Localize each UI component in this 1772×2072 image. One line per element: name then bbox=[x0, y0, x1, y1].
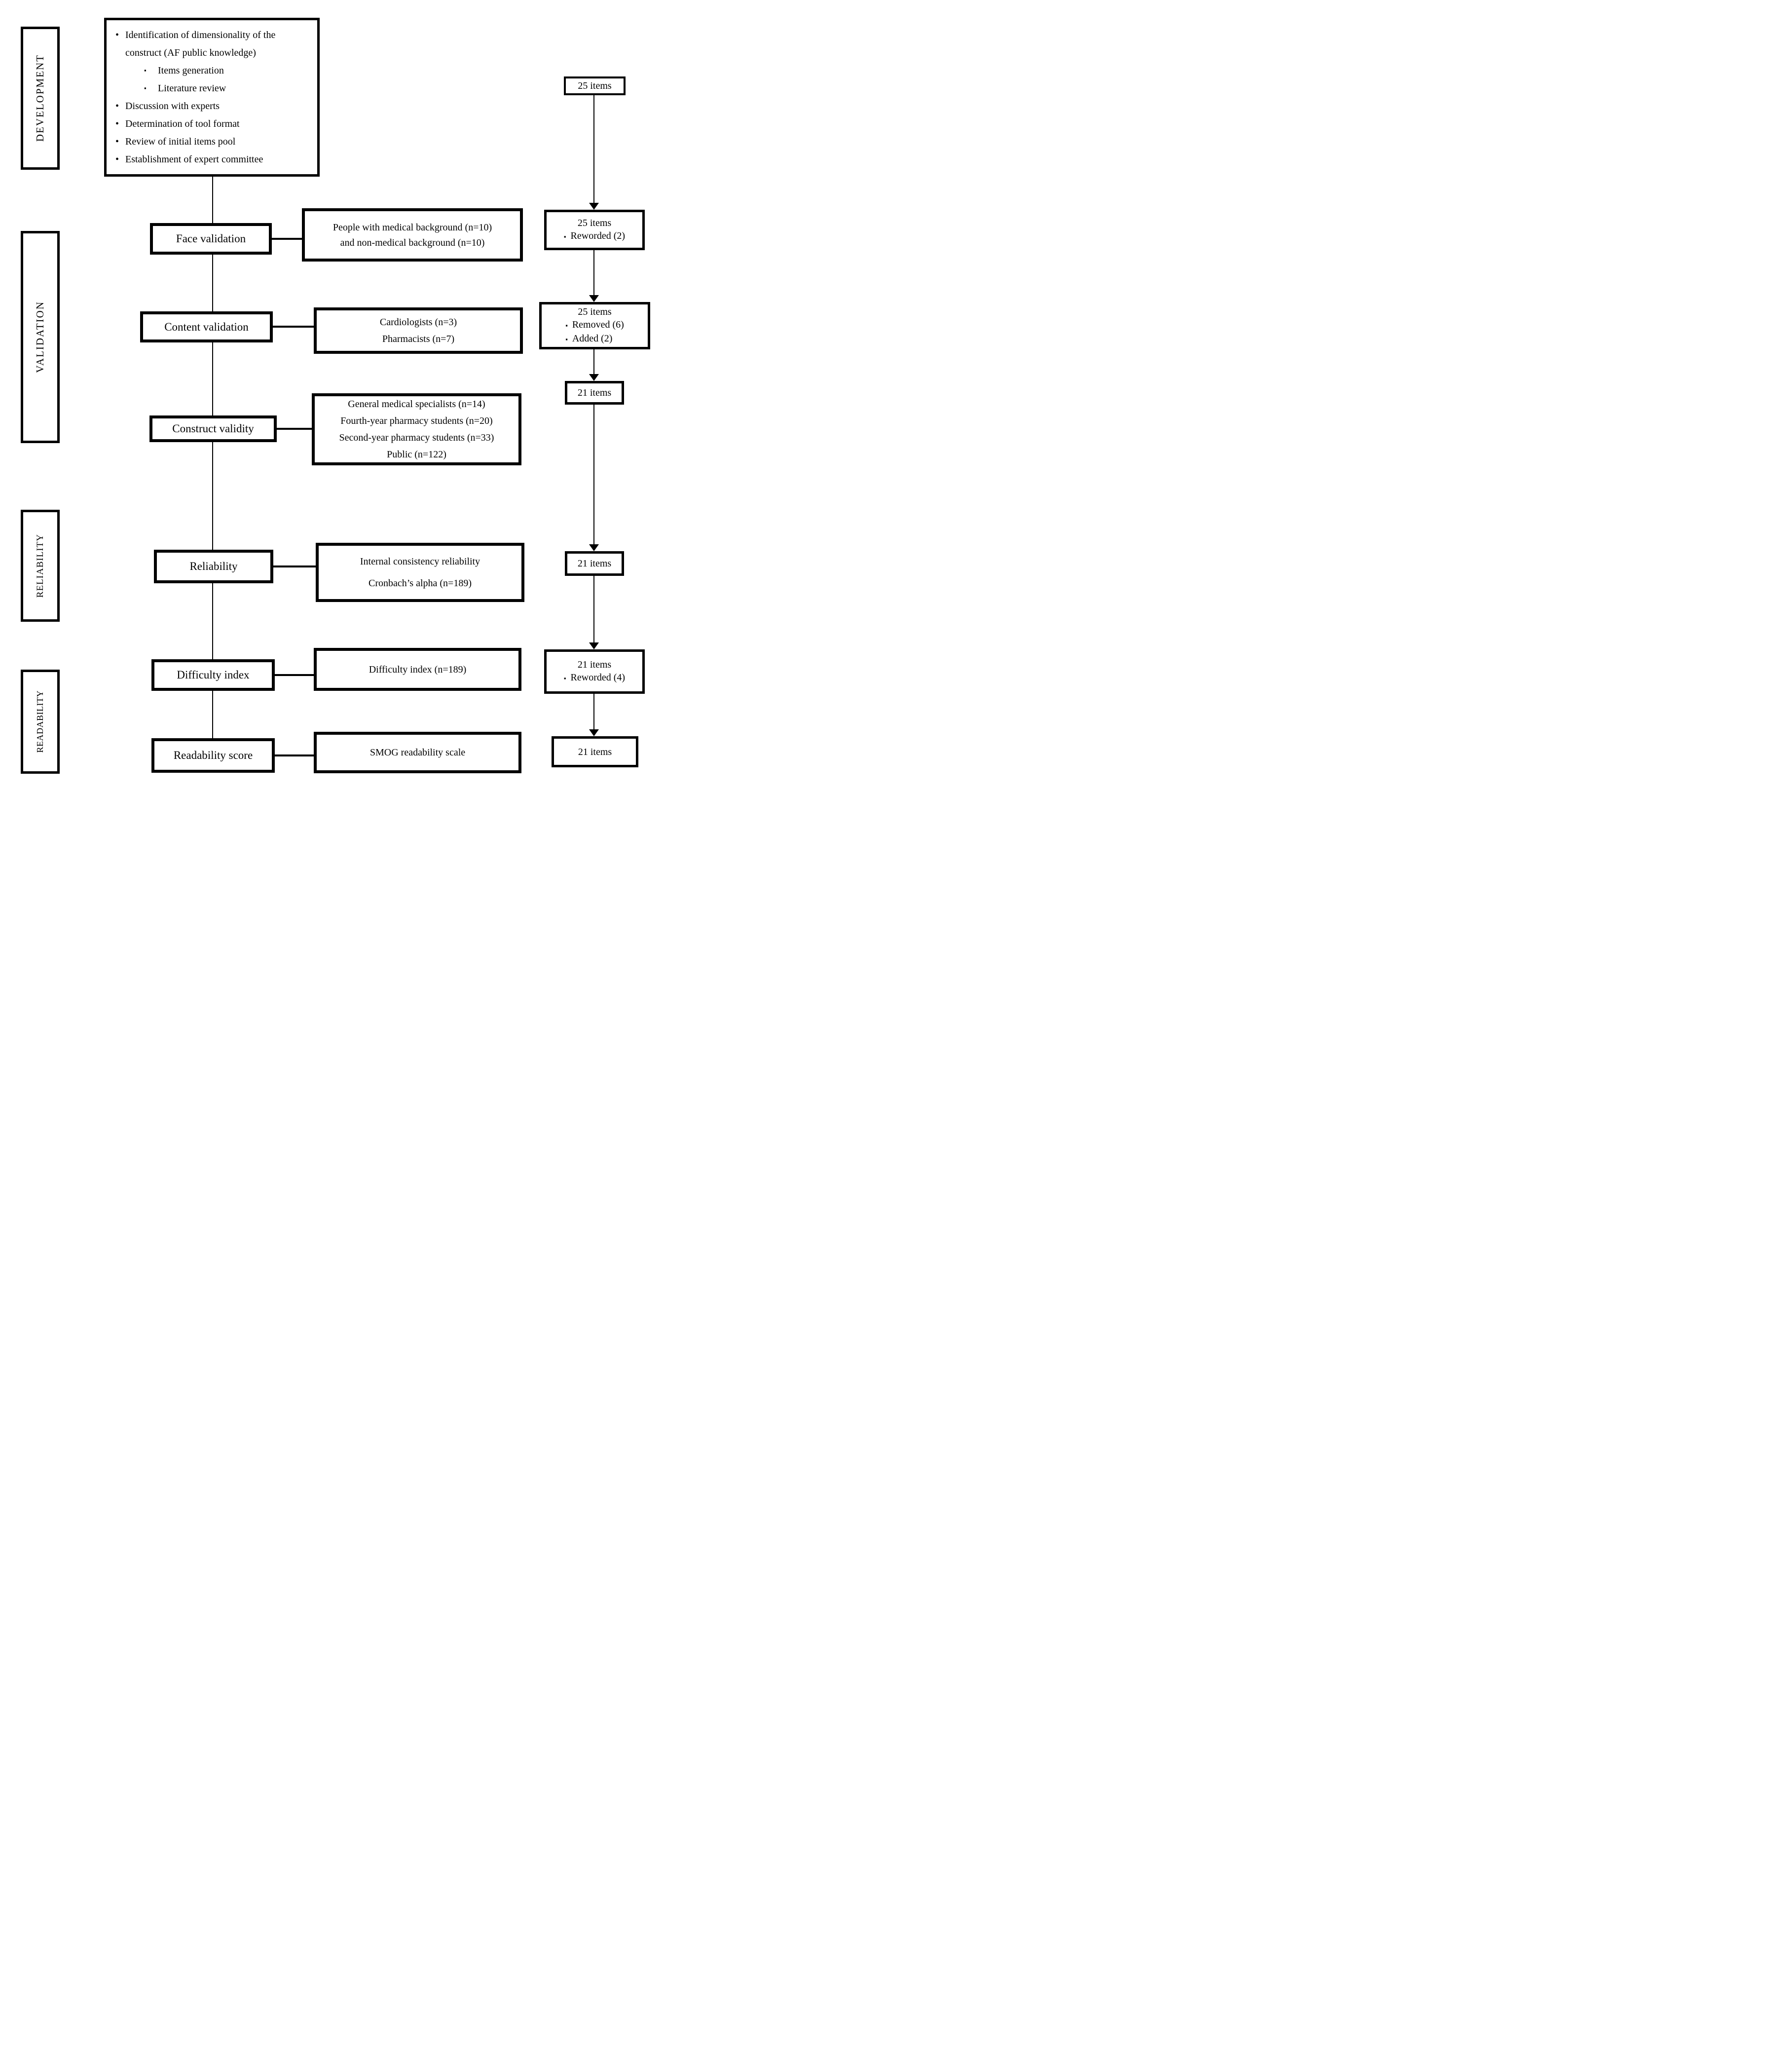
square-bullet-icon: ▪ bbox=[563, 675, 566, 682]
stage-label: Readability score bbox=[173, 749, 253, 761]
flow-line bbox=[593, 95, 594, 203]
bullet-icon: • bbox=[115, 154, 119, 165]
item-box-21-items-2: 21 items bbox=[565, 551, 624, 576]
connector-content-validation bbox=[273, 326, 314, 328]
phase-label-development: DEVELOPMENT bbox=[21, 27, 60, 170]
bullet-icon: • bbox=[115, 136, 119, 147]
desc-box-reliability: Internal consistency reliability Cronbac… bbox=[316, 543, 524, 602]
flow-line bbox=[593, 576, 594, 642]
connector-readability-score bbox=[275, 754, 314, 756]
stage-box-reliability: Reliability bbox=[154, 550, 273, 583]
phase-label-reliability-text: RELIABILITY bbox=[35, 533, 45, 598]
flow-line bbox=[593, 694, 594, 729]
square-bullet-icon: ▪ bbox=[565, 322, 568, 329]
desc-box-readability-score: SMOG readability scale bbox=[314, 732, 521, 773]
arrow-down-icon bbox=[589, 295, 599, 302]
development-bullet: • Review of initial items pool bbox=[115, 133, 313, 151]
trunk-line bbox=[212, 177, 213, 755]
item-bullet: ▪Removed (6) bbox=[565, 319, 624, 330]
item-bullet: ▪Reworded (4) bbox=[563, 672, 626, 683]
bullet-icon: • bbox=[115, 101, 119, 112]
square-bullet-icon: ▪ bbox=[565, 336, 568, 343]
arrow-down-icon bbox=[589, 729, 599, 736]
development-sub-bullet: ▪ Literature review bbox=[144, 79, 313, 97]
flowchart-canvas: DEVELOPMENT VALIDATION RELIABILITY READA… bbox=[0, 0, 664, 777]
phase-label-development-text: DEVELOPMENT bbox=[34, 54, 46, 142]
desc-box-difficulty-index: Difficulty index (n=189) bbox=[314, 648, 521, 691]
connector-reliability bbox=[273, 565, 316, 567]
stage-box-content-validation: Content validation bbox=[140, 311, 273, 342]
development-bullet: • Discussion with experts bbox=[115, 97, 313, 115]
arrow-down-icon bbox=[589, 203, 599, 210]
bullet-icon: • bbox=[115, 118, 119, 129]
stage-label: Difficulty index bbox=[177, 669, 250, 681]
stage-box-difficulty-index: Difficulty index bbox=[151, 659, 275, 691]
arrow-down-icon bbox=[589, 544, 599, 551]
development-sub-bullet: ▪ Items generation bbox=[144, 62, 313, 79]
phase-label-validation: VALIDATION bbox=[21, 231, 60, 443]
phase-label-reliability: RELIABILITY bbox=[21, 510, 60, 622]
stage-label: Construct validity bbox=[172, 422, 254, 435]
phase-label-validation-text: VALIDATION bbox=[34, 301, 46, 373]
connector-face-validation bbox=[272, 238, 302, 240]
development-bullet: • Identification of dimensionality of th… bbox=[115, 26, 313, 62]
connector-difficulty-index bbox=[275, 674, 314, 676]
square-bullet-icon: ▪ bbox=[563, 233, 566, 240]
stage-label: Face validation bbox=[176, 232, 246, 245]
stage-label: Reliability bbox=[189, 560, 238, 572]
desc-box-face-validation: People with medical background (n=10) an… bbox=[302, 208, 523, 262]
item-box-21-items-final: 21 items bbox=[552, 736, 638, 767]
phase-label-readability-text: READABILITY bbox=[35, 690, 45, 753]
square-bullet-icon: ▪ bbox=[144, 84, 147, 92]
desc-box-content-validation: Cardiologists (n=3) Pharmacists (n=7) bbox=[314, 307, 523, 354]
item-box-21-items-1: 21 items bbox=[565, 381, 624, 405]
stage-label: Content validation bbox=[164, 320, 249, 333]
bullet-icon: • bbox=[115, 30, 119, 40]
arrow-down-icon bbox=[589, 642, 599, 649]
item-box-25-items-removed-added: 25 items ▪Removed (6) ▪Added (2) bbox=[539, 302, 650, 349]
item-box-21-items-reworded: 21 items ▪Reworded (4) bbox=[544, 649, 645, 694]
item-bullet: ▪Added (2) bbox=[565, 333, 613, 344]
desc-box-construct-validity: General medical specialists (n=14) Fourt… bbox=[312, 393, 521, 465]
item-box-25-items: 25 items bbox=[564, 76, 626, 95]
stage-box-face-validation: Face validation bbox=[150, 223, 272, 255]
item-box-25-items-reworded: 25 items ▪Reworded (2) bbox=[544, 210, 645, 250]
arrow-down-icon bbox=[589, 374, 599, 381]
development-bullet: • Establishment of expert committee bbox=[115, 151, 313, 168]
development-steps-box: • Identification of dimensionality of th… bbox=[104, 18, 320, 177]
development-bullet: • Determination of tool format bbox=[115, 115, 313, 133]
connector-construct-validity bbox=[277, 428, 312, 430]
phase-label-readability: READABILITY bbox=[21, 670, 60, 774]
stage-box-construct-validity: Construct validity bbox=[149, 415, 277, 442]
flow-line bbox=[593, 349, 594, 374]
stage-box-readability-score: Readability score bbox=[151, 738, 275, 773]
square-bullet-icon: ▪ bbox=[144, 67, 147, 74]
flow-line bbox=[593, 405, 594, 544]
flow-line bbox=[593, 250, 594, 295]
item-bullet: ▪Reworded (2) bbox=[563, 230, 626, 241]
